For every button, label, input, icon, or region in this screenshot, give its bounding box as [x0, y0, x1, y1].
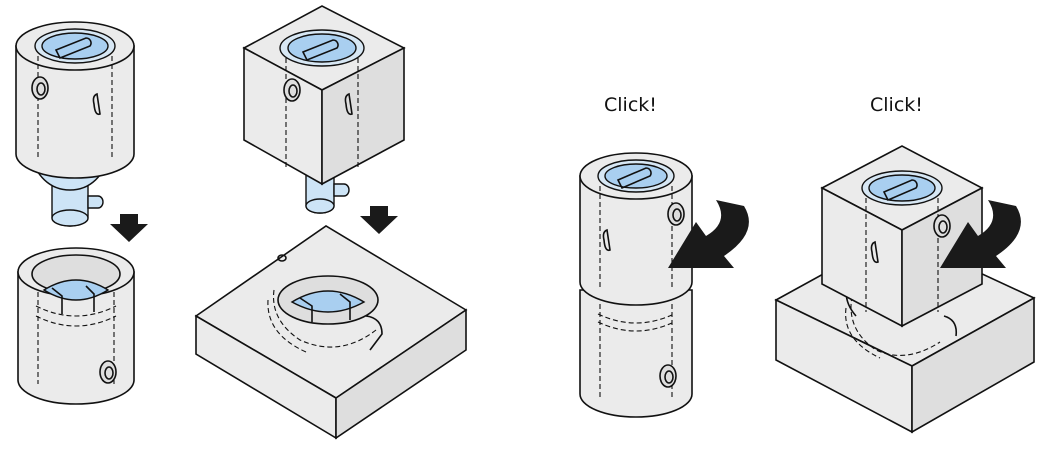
stacked-cylinders: [579, 152, 693, 418]
lower-base-middle: [194, 225, 468, 440]
upper-cube-middle: [242, 5, 406, 214]
curved-arrow-icon: [668, 200, 749, 268]
click-label-left: Click!: [604, 94, 657, 116]
lower-cylinder-left: [17, 247, 135, 405]
curved-arrow-icon: [940, 200, 1021, 268]
click-label-right: Click!: [870, 94, 923, 116]
stacked-cube: [774, 145, 1036, 434]
down-arrow-icon: [110, 214, 148, 242]
down-arrow-icon: [360, 206, 398, 234]
upper-cylinder-left: [15, 21, 135, 227]
